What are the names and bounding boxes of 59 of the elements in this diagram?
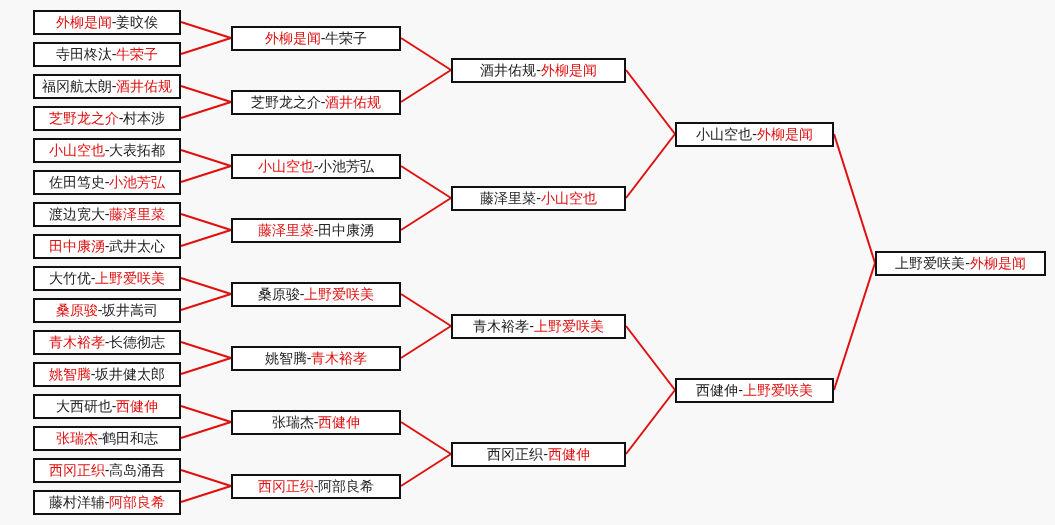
match-box: 芝野龙之介-村本涉	[33, 105, 181, 131]
match-box: 桑原骏-坂井嵩司	[33, 297, 181, 323]
match-box: 田中康湧-武井太心	[33, 233, 181, 259]
connector-line	[180, 21, 232, 39]
match-box: 青木裕孝-长德彻志	[33, 329, 181, 355]
match-box: 小山空也-小池芳弘	[231, 153, 401, 179]
connector-line	[400, 197, 452, 231]
connector-line	[180, 277, 232, 295]
match-box: 西冈正织-阿部良希	[231, 473, 401, 499]
connector-line	[180, 101, 232, 119]
connector-line	[400, 325, 452, 359]
match-box: 西冈正织-西健伸	[451, 441, 626, 467]
connector-line	[625, 389, 676, 455]
connector-line	[180, 229, 232, 247]
match-box: 上野爱咲美-外柳是闻	[875, 250, 1046, 276]
match-box: 桑原骏-上野爱咲美	[231, 281, 401, 307]
connector-line	[180, 405, 232, 423]
connector-line	[180, 37, 232, 55]
connector-line	[180, 293, 232, 311]
match-box: 福冈航太朗-酒井佑规	[33, 73, 181, 99]
match-box: 外柳是闻-姜旼俟	[33, 9, 181, 35]
connector-line	[180, 421, 232, 439]
match-box: 芝野龙之介-酒井佑规	[231, 89, 401, 115]
match-box: 张瑞杰-西健伸	[231, 409, 401, 435]
connector-line	[400, 453, 452, 487]
match-box: 姚智腾-坂井健太郎	[33, 361, 181, 387]
connector-line	[400, 293, 452, 327]
connector-line	[180, 213, 232, 231]
match-box: 渡边宽大-藤泽里菜	[33, 201, 181, 227]
match-box: 藤泽里菜-田中康湧	[231, 217, 401, 243]
connector-line	[180, 85, 232, 103]
match-box: 大竹优-上野爱咲美	[33, 265, 181, 291]
connector-line	[625, 325, 676, 391]
connector-line	[180, 357, 232, 375]
match-box: 西健伸-上野爱咲美	[675, 377, 834, 403]
connector-line	[180, 341, 232, 359]
match-box: 小山空也-大表拓都	[33, 137, 181, 163]
match-box: 大西研也-西健伸	[33, 393, 181, 419]
connector-line	[180, 485, 232, 503]
match-box: 藤村洋辅-阿部良希	[33, 489, 181, 515]
connector-line	[180, 165, 232, 183]
match-box: 外柳是闻-牛荣子	[231, 25, 401, 51]
match-box: 小山空也-外柳是闻	[675, 121, 834, 147]
match-box: 西冈正织-高岛涌吾	[33, 457, 181, 483]
connector-line	[400, 69, 452, 103]
match-box: 藤泽里菜-小山空也	[451, 185, 626, 211]
connector-line	[400, 165, 452, 199]
match-box: 张瑞杰-鹤田和志	[33, 425, 181, 451]
match-box: 姚智腾-青木裕孝	[231, 345, 401, 371]
connector-line	[400, 37, 452, 71]
match-box: 寺田柊汰-牛荣子	[33, 41, 181, 67]
connector-line	[400, 421, 452, 455]
connector-line	[180, 469, 232, 487]
connector-line	[180, 149, 232, 167]
match-box: 酒井佑规-外柳是闻	[451, 57, 626, 83]
match-box: 佐田笃史-小池芳弘	[33, 169, 181, 195]
match-box: 青木裕孝-上野爱咲美	[451, 313, 626, 339]
connector-line	[625, 133, 676, 199]
connector-line	[625, 69, 676, 135]
